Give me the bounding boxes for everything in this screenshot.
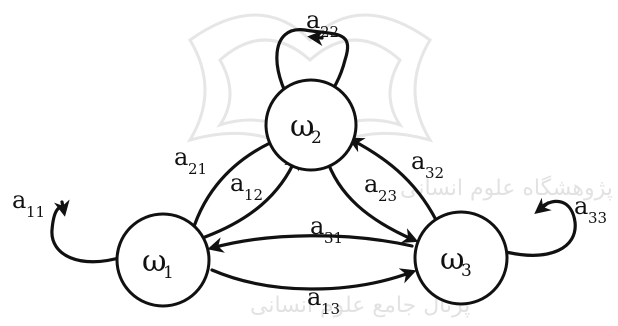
svg-text:11: 11 <box>26 203 45 221</box>
svg-text:23: 23 <box>378 187 397 205</box>
svg-text:13: 13 <box>321 300 340 318</box>
state-w2-subscript: 2 <box>311 128 322 148</box>
edge-a31 <box>207 234 414 253</box>
svg-text:a: a <box>364 170 378 198</box>
edge-a22-arrow <box>307 30 324 47</box>
svg-text:33: 33 <box>588 209 607 227</box>
edge-a22 <box>275 28 350 106</box>
svg-text:22: 22 <box>320 23 339 41</box>
svg-text:a: a <box>306 6 320 34</box>
edge-a13 <box>210 268 417 291</box>
label-a13: a 13 <box>307 283 340 318</box>
svg-text:a: a <box>12 186 26 214</box>
svg-text:a: a <box>310 212 324 240</box>
label-a12: a 12 <box>230 169 263 204</box>
state-w3-subscript: 3 <box>461 261 472 281</box>
state-w3: ω 3 <box>413 210 509 306</box>
svg-text:پرتال جامع علوم انسانی: پرتال جامع علوم انسانی <box>250 293 470 318</box>
svg-text:a: a <box>411 147 425 175</box>
label-a22: a 22 <box>306 6 339 41</box>
svg-text:a: a <box>307 283 321 311</box>
label-a11: a 11 <box>12 186 45 221</box>
state-w1-subscript: 1 <box>163 263 174 283</box>
svg-text:12: 12 <box>244 186 263 204</box>
label-a32: a 32 <box>411 147 444 182</box>
edge-a11 <box>50 205 124 264</box>
svg-text:32: 32 <box>425 164 444 182</box>
svg-text:31: 31 <box>324 229 343 247</box>
watermark-logo: پژوهشگاه علوم انسانی پرتال جامع علوم انس… <box>186 13 613 318</box>
edge-a12 <box>203 153 299 239</box>
edge-a33 <box>504 199 577 257</box>
state-w3-symbol: ω <box>440 242 464 277</box>
svg-text:21: 21 <box>188 160 207 178</box>
svg-text:a: a <box>174 143 188 171</box>
label-a21: a 21 <box>174 143 207 178</box>
state-w2: ω 2 <box>264 78 358 172</box>
state-w1: ω 1 <box>115 212 211 308</box>
edge-a11-arrow <box>53 199 70 217</box>
edge-a23 <box>324 155 419 243</box>
edge-a32 <box>347 137 442 230</box>
label-a23: a 23 <box>364 170 397 205</box>
svg-text:پژوهشگاه علوم انسانی: پژوهشگاه علوم انسانی <box>400 175 613 201</box>
label-a31: a 31 <box>310 212 343 247</box>
label-a33: a 33 <box>574 192 607 227</box>
edge-a33-arrow <box>534 197 552 214</box>
svg-text:a: a <box>574 192 588 220</box>
state-w2-symbol: ω <box>290 109 314 144</box>
svg-text:a: a <box>230 169 244 197</box>
state-w1-symbol: ω <box>142 244 166 279</box>
